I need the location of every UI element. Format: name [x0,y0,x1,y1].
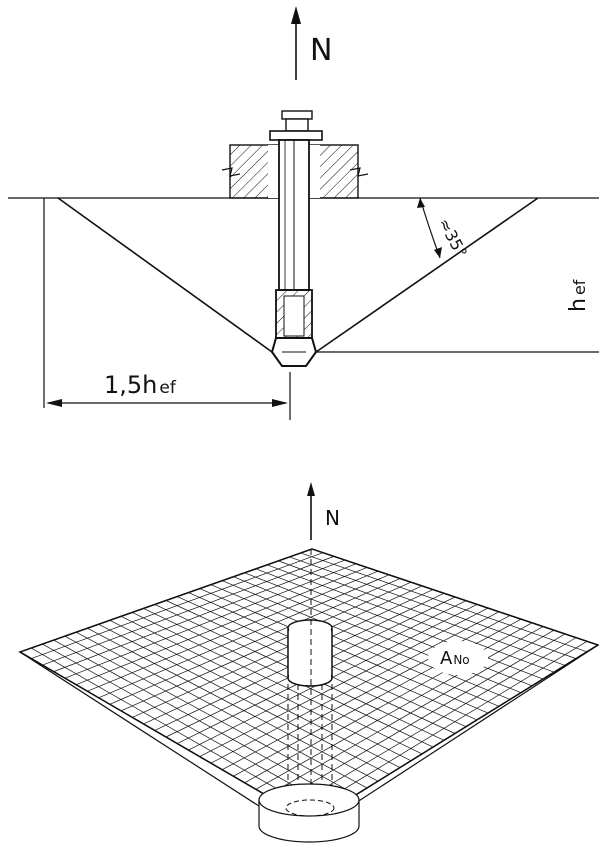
depth-dimension: h ef [566,279,591,312]
grid-line [266,564,555,673]
area-label: A [440,648,453,669]
grid-line [289,556,577,659]
grid-line [278,633,566,803]
bottom-figure: N ANo [18,482,599,843]
grid-line [278,560,566,666]
grid-line [222,580,511,700]
hidden-shaft-lines [287,549,333,822]
grid-line [266,629,555,797]
width-subscript: ef [159,378,176,398]
svg-text:ANo: ANo [440,648,470,669]
area-subscript: No [453,653,469,667]
cone-pyramid-edges [19,644,599,809]
grid-line [300,641,588,816]
grid-line [199,588,489,714]
grid-line [233,576,522,693]
grid-line [255,568,544,680]
top-figure: N [8,6,599,420]
breakout-cone [57,197,599,353]
area-label-group: ANo [428,641,488,675]
grid-line [289,637,577,810]
grid-line [188,604,478,751]
bottom-load-arrow: N [307,482,340,540]
anchor-bolt [269,110,323,367]
depth-label: h [566,298,591,312]
grid-line [199,607,489,757]
depth-subscript: ef [570,279,589,295]
top-load-arrow: N [291,6,332,80]
grid-line [210,611,500,764]
grid-line [210,584,500,707]
grid-line [188,592,478,721]
grid-line [244,622,533,784]
svg-text:hef: h ef [566,279,591,312]
width-label: 1,5h [104,371,157,399]
grid-line [300,552,588,653]
grid-line [244,572,533,687]
angle-annotation: ≈35° [417,197,471,261]
grid-line [255,626,544,790]
shaft-cylinder [287,619,333,687]
anchor-base-disc [258,783,360,843]
top-load-label: N [310,33,332,68]
bottom-load-label: N [325,506,340,530]
